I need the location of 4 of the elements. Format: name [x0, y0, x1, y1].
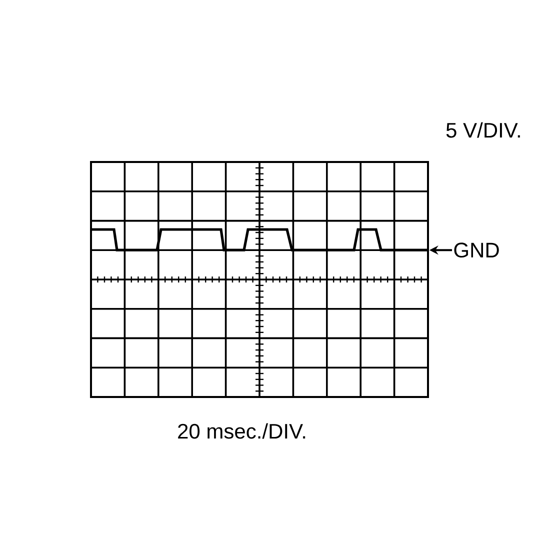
waveform-drawing	[91, 228, 428, 252]
gnd-label: GND	[454, 242, 499, 258]
scale-label: 5 V/DIV.	[446, 122, 520, 138]
scale-label: 20 msec./DIV.	[178, 423, 306, 439]
